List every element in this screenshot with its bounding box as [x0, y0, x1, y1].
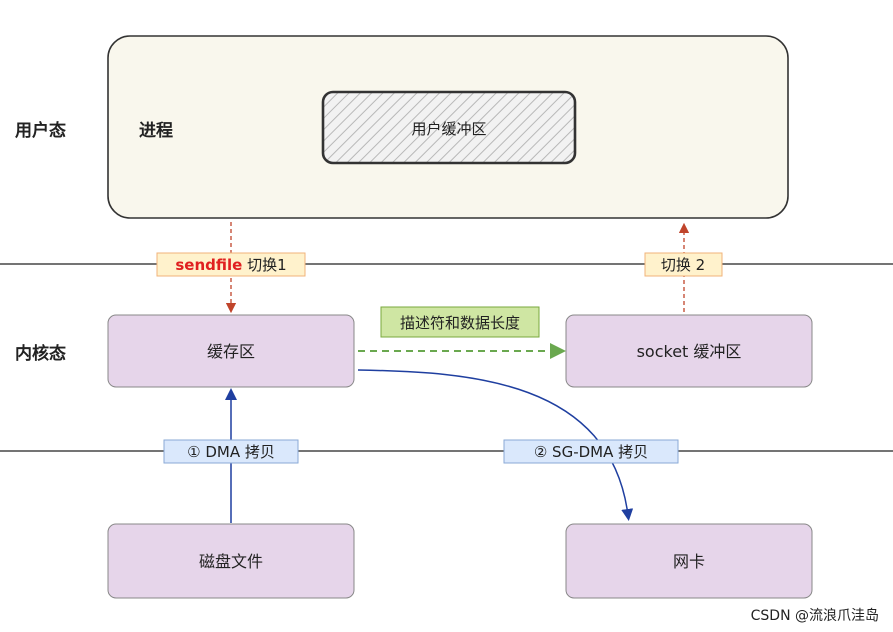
switch2-label: 切换 2 [661, 256, 705, 274]
cache-box [107, 314, 355, 388]
sg-dma-copy-arrow [357, 369, 634, 521]
disk-label: 磁盘文件 [199, 552, 263, 571]
cache-label: 缓存区 [207, 342, 255, 361]
sg-dma-label-box [503, 439, 679, 464]
socket-buffer-label: socket 缓冲区 [637, 342, 742, 361]
user-space-label: 用户态 [15, 120, 66, 141]
switch1-label-box [156, 252, 306, 277]
dma-label-box [163, 439, 299, 464]
switch2-label-box [644, 252, 723, 277]
nic-box [565, 523, 813, 599]
watermark: CSDN @流浪爪洼岛 [751, 608, 879, 624]
sg-dma-label: ② SG-DMA 拷贝 [534, 443, 648, 461]
switch1-text: 切换1 [242, 256, 286, 274]
descriptor-label: 描述符和数据长度 [400, 314, 520, 332]
socket-buffer-box [565, 314, 813, 388]
nic-label: 网卡 [673, 552, 705, 571]
descriptor-label-box [380, 306, 540, 338]
user-buffer-box [321, 90, 577, 165]
disk-box [107, 523, 355, 599]
switch1-label: sendfile 切换1 [175, 256, 286, 274]
user-buffer-label: 用户缓冲区 [411, 120, 486, 138]
switch1-keyword: sendfile [175, 256, 242, 274]
kernel-space-label: 内核态 [15, 343, 66, 364]
dma-label: ① DMA 拷贝 [187, 443, 275, 461]
process-label: 进程 [139, 121, 173, 141]
